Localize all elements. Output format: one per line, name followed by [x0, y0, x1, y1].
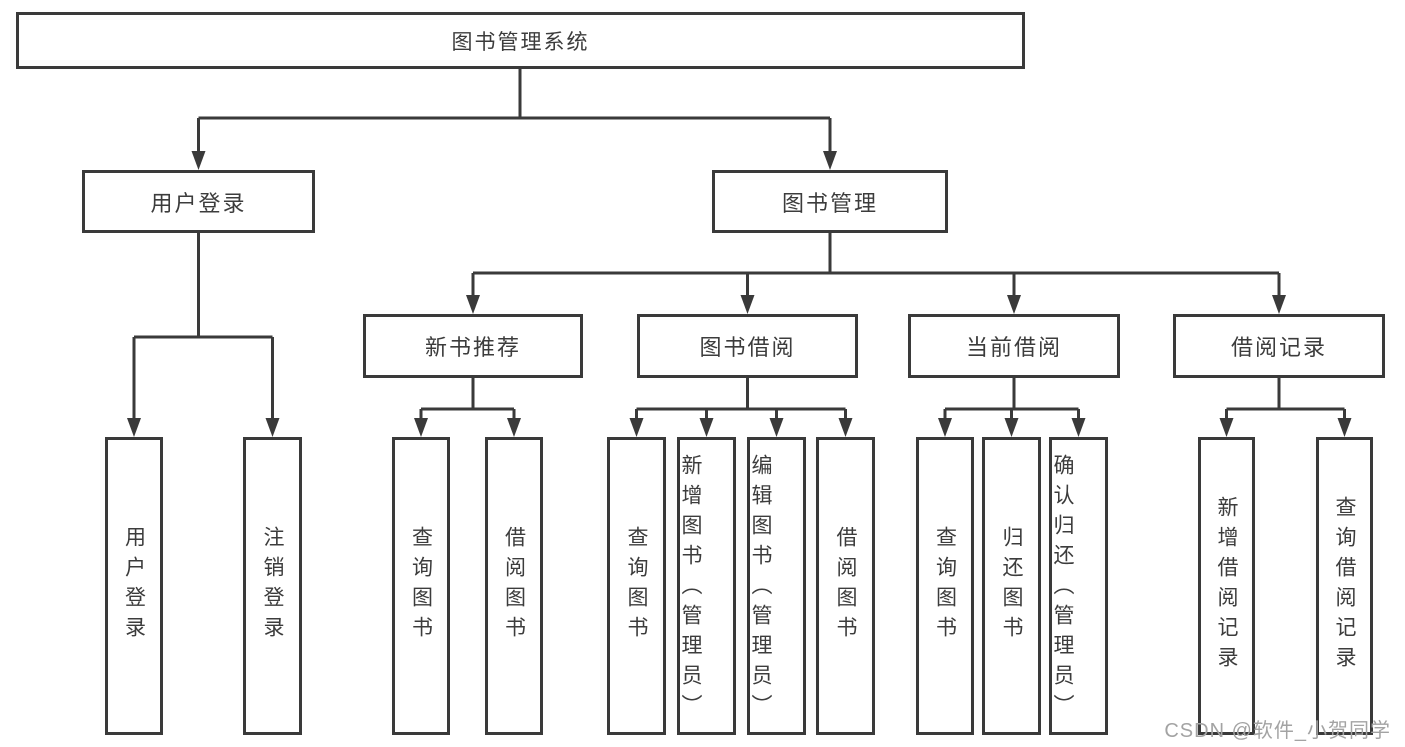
node-user-login-action-label: 用户登录: [122, 526, 146, 646]
node-book-borrow-label: 图书借阅: [699, 335, 796, 360]
node-library-system: 图书管理系统: [16, 12, 1025, 69]
csdn-watermark: CSDN @软件_小贺同学: [1164, 720, 1391, 742]
node-current-return-books-label: 归还图书: [1000, 526, 1023, 646]
node-current-confirm-return-admin-label: 确认归还（管理员）: [1051, 454, 1074, 724]
node-logout-action-label: 注销登录: [261, 526, 284, 646]
node-current-borrow-label: 当前借阅: [965, 335, 1062, 360]
node-newbook-borrow-books: 借阅图书: [485, 437, 543, 735]
connector-borrow-records: [1225, 378, 1346, 420]
connector-root: [197, 69, 832, 153]
node-logout-action: 注销登录: [243, 437, 302, 735]
node-newbook-query-books: 查询图书: [392, 437, 450, 735]
node-records-add-record: 新增借阅记录: [1198, 437, 1255, 735]
node-records-add-record-label: 新增借阅记录: [1215, 496, 1238, 676]
node-current-query-books: 查询图书: [916, 437, 974, 735]
node-borrow-edit-books-admin: 编辑图书（管理员）: [747, 437, 806, 735]
node-user-login-action: 用户登录: [105, 437, 163, 735]
node-borrow-borrow-books: 借阅图书: [816, 437, 875, 735]
node-library-system-label: 图书管理系统: [451, 30, 590, 54]
node-current-query-books-label: 查询图书: [933, 526, 957, 646]
connector-book-borrow: [635, 378, 847, 420]
node-book-borrow: 图书借阅: [637, 314, 858, 378]
node-borrow-add-books-admin-label: 新增图书（管理员）: [679, 454, 702, 724]
node-borrow-records-label: 借阅记录: [1230, 335, 1327, 360]
node-records-query-record-label: 查询借阅记录: [1333, 496, 1356, 676]
node-newbook-query-books-label: 查询图书: [409, 526, 433, 646]
node-records-query-record: 查询借阅记录: [1316, 437, 1373, 735]
connector-new-book: [419, 378, 516, 420]
connector-book-management: [471, 233, 1281, 297]
node-book-management-label: 图书管理: [781, 190, 878, 216]
node-borrow-query-books: 查询图书: [607, 437, 666, 735]
node-book-management: 图书管理: [712, 170, 948, 233]
node-current-confirm-return-admin: 确认归还（管理员）: [1049, 437, 1108, 735]
node-user-login-label: 用户登录: [150, 190, 247, 216]
node-user-login: 用户登录: [82, 170, 315, 233]
connector-current-borrow: [943, 378, 1080, 420]
node-borrow-borrow-books-label: 借阅图书: [834, 526, 857, 646]
node-new-book-recommend-label: 新书推荐: [424, 335, 521, 360]
connector-user-login: [132, 233, 274, 420]
node-borrow-add-books-admin: 新增图书（管理员）: [677, 437, 736, 735]
node-borrow-records: 借阅记录: [1173, 314, 1385, 378]
node-borrow-edit-books-admin-label: 编辑图书（管理员）: [749, 454, 772, 724]
node-current-return-books: 归还图书: [982, 437, 1041, 735]
node-new-book-recommend: 新书推荐: [363, 314, 583, 378]
node-current-borrow: 当前借阅: [908, 314, 1120, 378]
node-newbook-borrow-books-label: 借阅图书: [502, 526, 526, 646]
node-borrow-query-books-label: 查询图书: [625, 526, 648, 646]
